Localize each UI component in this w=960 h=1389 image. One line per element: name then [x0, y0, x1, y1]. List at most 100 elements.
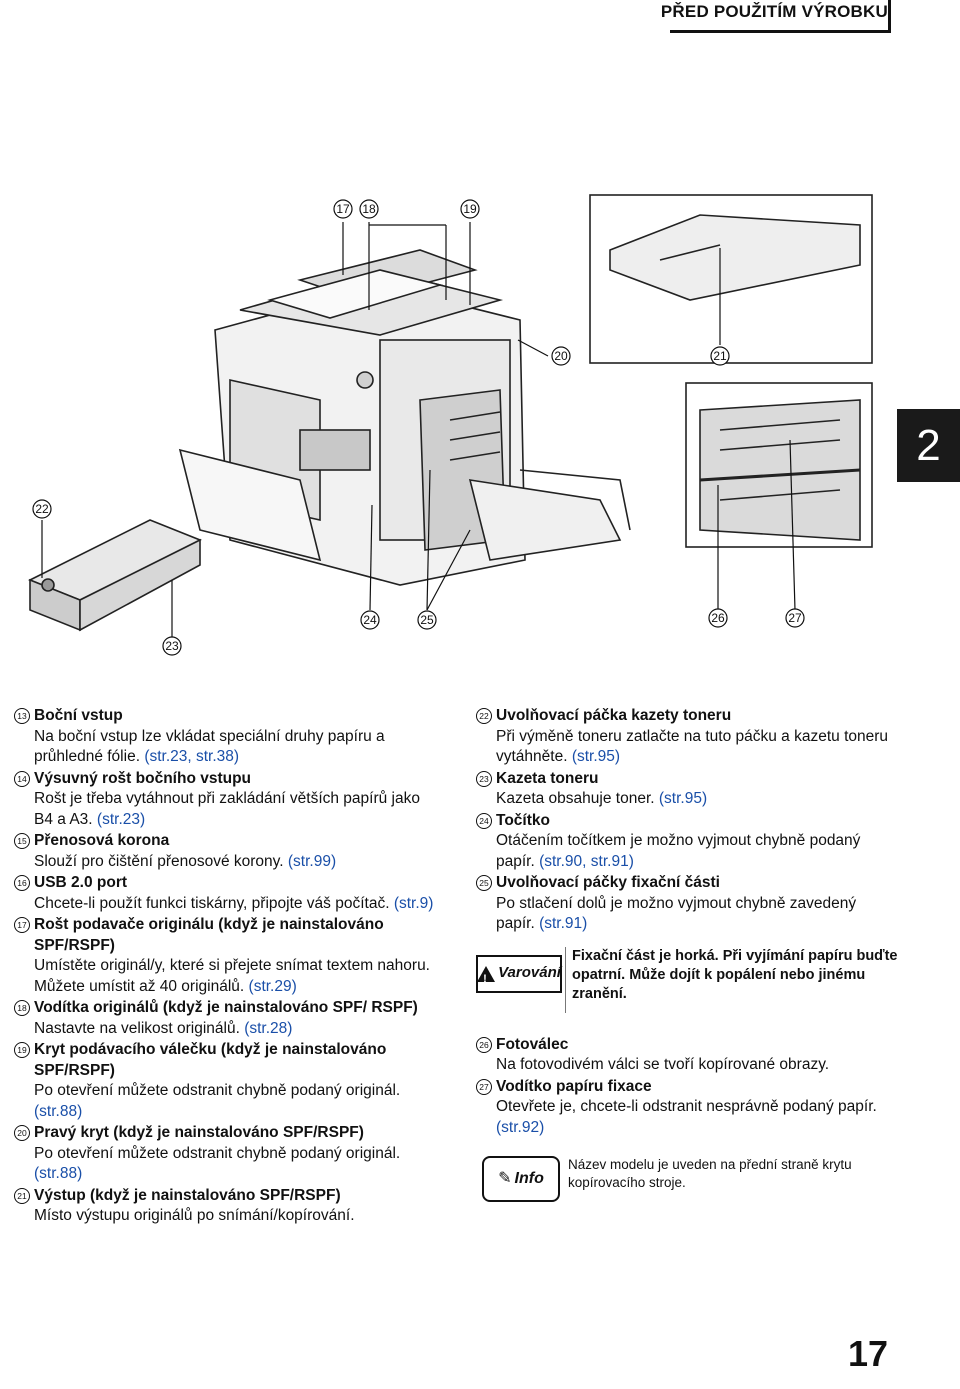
item-text: Kazeta obsahuje toner. — [496, 790, 659, 807]
header-rule — [670, 30, 890, 33]
item-title: Výstup (když je nainstalováno SPF/RSPF) — [34, 1186, 341, 1204]
callout-20: 20 — [554, 349, 568, 363]
item-text: Rošt je třeba vytáhnout při zakládání vě… — [34, 790, 420, 828]
info-badge: ✎ Info — [482, 1156, 560, 1202]
item-title: Pravý kryt (když je nainstalováno SPF/RS… — [34, 1124, 364, 1141]
page-reference-link[interactable]: (str.88) — [34, 1102, 83, 1120]
item-title: Fotoválec — [496, 1035, 569, 1053]
callout-27: 27 — [788, 611, 802, 625]
item-description: Kazeta obsahuje toner. (str.95) — [496, 789, 896, 810]
info-text: Název modelu je uveden na přední straně … — [568, 1157, 852, 1190]
item-description: Otevřete je, chcete-li odstranit nespráv… — [496, 1097, 896, 1138]
warning-text: Fixační část je horká. Při vyjímání papí… — [572, 947, 898, 1002]
page-reference-link[interactable]: (str.90, str.91) — [539, 852, 634, 870]
item-title: Vodítka originálů (když je nainstalováno… — [34, 999, 418, 1016]
item-number: 27 — [476, 1078, 492, 1095]
item-number: 14 — [14, 770, 30, 787]
page-reference-link[interactable]: (str.9) — [393, 894, 434, 912]
item-text: Nastavte na velikost originálů. — [34, 1019, 245, 1037]
warning-badge: ! Varování — [476, 954, 562, 993]
item-text: Otevřete je, chcete-li odstranit nespráv… — [496, 1098, 877, 1115]
item-description: Po stlačení dolů je možno vyjmout chybně… — [496, 894, 896, 935]
pencil-icon: ✎ — [498, 1169, 512, 1187]
callout-25: 25 — [420, 613, 434, 627]
page-reference-link[interactable]: (str.88) — [34, 1165, 83, 1182]
item-title: Rošt podavače originálu (když je nainsta… — [34, 916, 384, 954]
item-text: Slouží pro čištění přenosové korony. — [34, 852, 288, 870]
page-reference-link[interactable]: (str.23, str.38) — [144, 748, 240, 765]
item-title: Přenosová korona — [34, 832, 170, 849]
item-text: Umístěte originál/y, které si přejete sn… — [34, 957, 430, 995]
page-header-title: PŘED POUŽITÍM VÝROBKU — [660, 2, 888, 21]
item-text: Po otevření můžete odstranit chybně poda… — [34, 1144, 401, 1162]
item-description: Na boční vstup lze vkládat speciální dru… — [34, 727, 434, 768]
item-description: Chcete-li použít funkci tiskárny, připoj… — [34, 894, 434, 915]
page-reference-link[interactable]: (str.92) — [496, 1118, 545, 1136]
item-number: 20 — [14, 1125, 30, 1141]
page-reference-link[interactable]: (str.28) — [244, 1019, 293, 1037]
item-title: Výsuvný rošt bočního vstupu — [34, 769, 252, 787]
item-description: Při výměně toneru zatlačte na tuto páčku… — [496, 727, 896, 768]
item-text: Po stlačení dolů je možno vyjmout chybně… — [496, 894, 857, 933]
item-description: Po otevření můžete odstranit chybně poda… — [34, 1081, 434, 1122]
item-description: Nastavte na velikost originálů. (str.28) — [34, 1019, 434, 1040]
warning-triangle-icon: ! — [477, 965, 496, 985]
item-text: Na fotovodivém válci se tvoří kopírované… — [496, 1056, 830, 1073]
warning-badge-label: Varování — [498, 964, 561, 982]
page-reference-link[interactable]: (str.91) — [539, 915, 588, 932]
item-title: Kryt podávacího válečku (když je nainsta… — [34, 1041, 387, 1079]
callout-22: 22 — [35, 502, 49, 516]
item-title: Boční vstup — [34, 707, 123, 724]
copier-illustration: 17 18 19 20 21 22 23 24 25 26 27 — [28, 194, 873, 656]
item-title: Uvolňovací páčky fixační části — [496, 874, 720, 891]
item-title: Kazeta toneru — [496, 769, 599, 787]
callout-23: 23 — [165, 639, 179, 653]
item-description: Rošt je třeba vytáhnout při zakládání vě… — [34, 789, 434, 830]
page-reference-link[interactable]: (str.95) — [658, 790, 708, 807]
callout-18: 18 — [362, 202, 376, 216]
item-text: Otáčením točítkem je možno vyjmout chybn… — [496, 832, 861, 870]
callout-17: 17 — [336, 202, 350, 216]
page-reference-link[interactable]: (str.23) — [96, 810, 146, 828]
item-description: Umístěte originál/y, které si přejete sn… — [34, 956, 434, 997]
chapter-tab: 2 — [897, 409, 960, 482]
item-description: Po otevření můžete odstranit chybně poda… — [34, 1144, 434, 1185]
item-title: Točítko — [496, 811, 550, 829]
warning-box: ! Varování Fixační část je horká. Při vy… — [476, 946, 898, 1017]
item-title: USB 2.0 port — [34, 874, 128, 891]
item-number: 19 — [14, 1042, 30, 1058]
item-description: Otáčením točítkem je možno vyjmout chybn… — [496, 831, 896, 872]
callout-21: 21 — [713, 349, 727, 363]
item-number: 22 — [476, 708, 492, 724]
warning-divider — [565, 946, 566, 1013]
item-title: Uvolňovací páčka kazety toneru — [496, 707, 732, 724]
item-description: Místo výstupu originálů po snímání/kopír… — [34, 1206, 434, 1227]
page-reference-link[interactable]: (str.99) — [287, 852, 337, 870]
callout-19: 19 — [463, 202, 477, 216]
info-badge-label: Info — [514, 1169, 544, 1187]
item-description: Na fotovodivém válci se tvoří kopírované… — [496, 1055, 896, 1076]
item-number: 13 — [14, 708, 30, 724]
item-text: Při výměně toneru zatlačte na tuto páčku… — [496, 727, 889, 766]
page-reference-link[interactable]: (str.95) — [571, 748, 621, 765]
item-title: Vodítko papíru fixace — [496, 1077, 652, 1095]
item-number: 21 — [14, 1187, 30, 1204]
item-number: 26 — [476, 1036, 492, 1053]
item-text: Po otevření můžete odstranit chybně poda… — [34, 1082, 401, 1099]
page-reference-link[interactable]: (str.29) — [248, 977, 297, 995]
